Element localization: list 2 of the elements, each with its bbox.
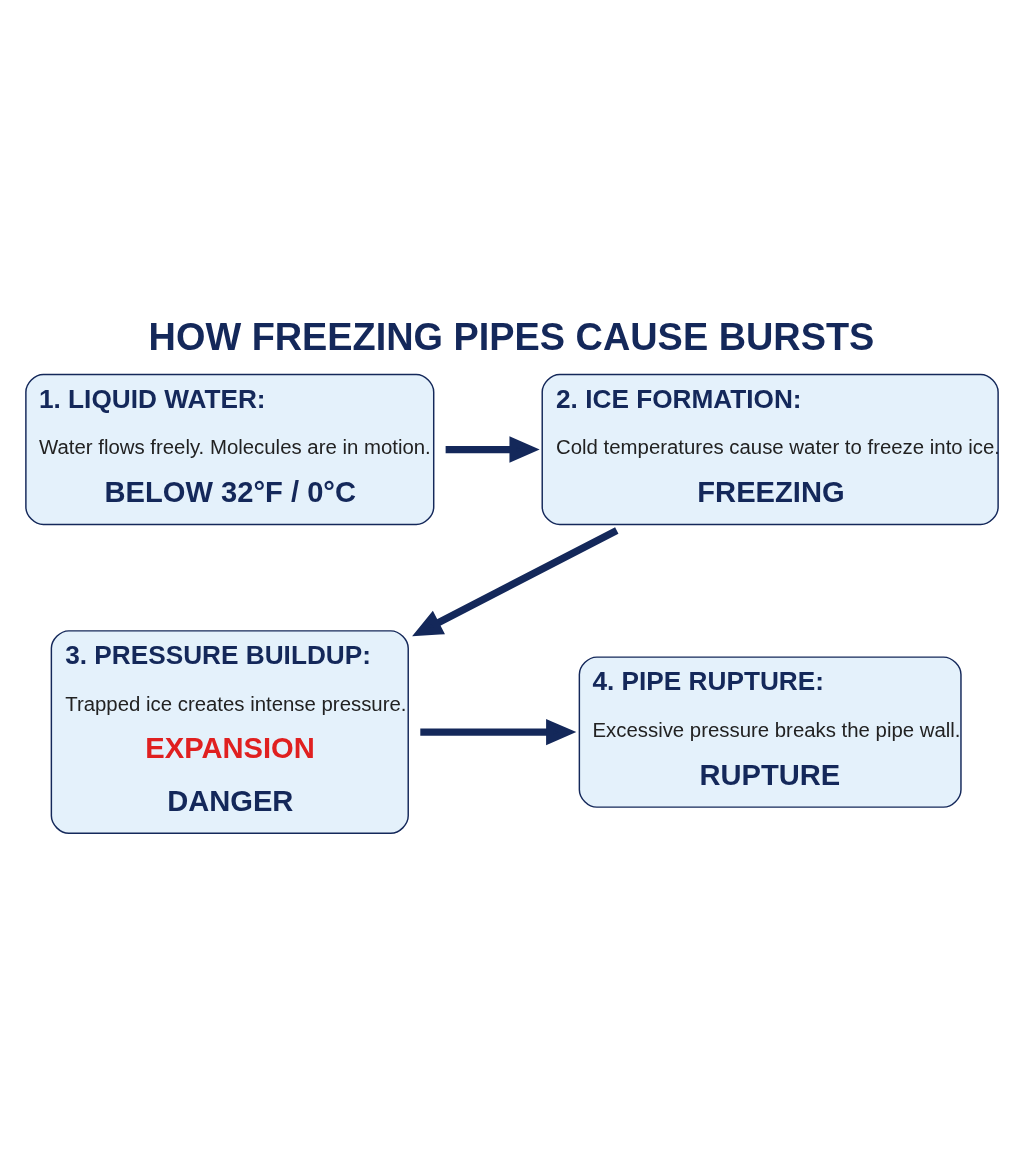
diagram-title: HOW FREEZING PIPES CAUSE BURSTS: [148, 315, 875, 358]
arrow: [412, 527, 619, 637]
